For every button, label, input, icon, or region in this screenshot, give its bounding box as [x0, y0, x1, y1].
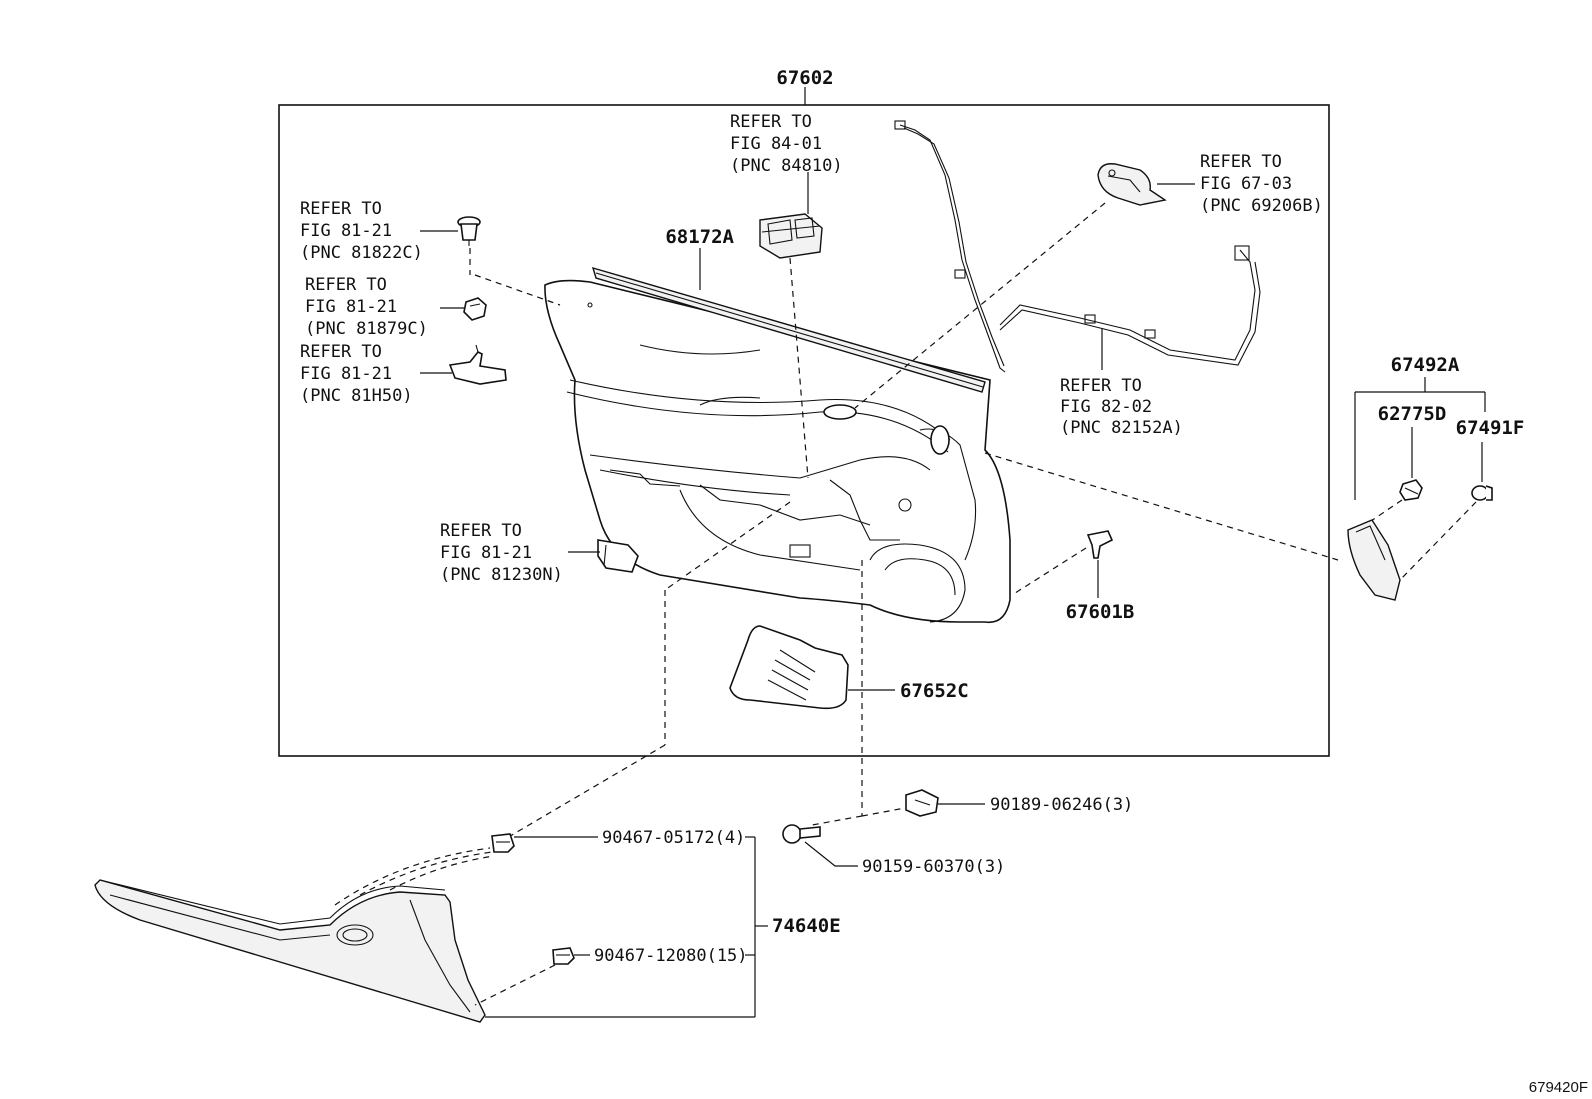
armrest-panel-icon: [94, 847, 495, 1023]
nut-icon: [905, 789, 939, 817]
clip-90467-05172-part-number[interactable]: 90467-05172(4): [602, 828, 745, 848]
bracket-icon: [448, 344, 507, 385]
ref-door-handle: REFER TO FIG 67-03 (PNC 69206B): [1200, 152, 1323, 216]
clip-icon: [491, 833, 515, 853]
nut-90189-part-number[interactable]: 90189-06246(3): [990, 795, 1133, 815]
cover-icon: [729, 625, 849, 710]
garnish-group-part-number[interactable]: 67492A: [1391, 354, 1460, 376]
armrest-panel-part-number[interactable]: 74640E: [772, 915, 841, 937]
wire-harness-icon: [894, 120, 1261, 373]
weatherstrip-icon: [591, 266, 986, 393]
ref-clip-81879c: REFER TO FIG 81-21 (PNC 81879C): [305, 275, 428, 339]
clip-icon: [1399, 479, 1423, 501]
ref-window-switch: REFER TO FIG 84-01 (PNC 84810): [730, 112, 843, 176]
clip-62775d-part-number[interactable]: 62775D: [1378, 403, 1447, 425]
assembly-part-number[interactable]: 67602: [776, 67, 833, 89]
clip-90467-12080-part-number[interactable]: 90467-12080(15): [594, 946, 748, 966]
lamp-icon: [597, 539, 639, 573]
clip-icon: [457, 216, 481, 246]
ref-clip-81822c: REFER TO FIG 81-21 (PNC 81822C): [300, 199, 423, 263]
weatherstrip-part-number[interactable]: 68172A: [665, 226, 734, 248]
screw-icon: [1471, 485, 1493, 501]
window-switch-icon: [759, 213, 823, 259]
screw-icon: [782, 824, 821, 844]
cover-67652c-part-number[interactable]: 67652C: [900, 680, 969, 702]
clip-icon: [1086, 530, 1114, 559]
assembly-frame: [278, 104, 1330, 757]
clip-67601b-part-number[interactable]: 67601B: [1066, 601, 1135, 623]
illustration-id: 679420F: [1529, 1079, 1588, 1096]
clip-icon: [552, 947, 575, 965]
ref-bracket-81h50: REFER TO FIG 81-21 (PNC 81H50): [300, 342, 413, 406]
door-handle-icon: [1097, 163, 1167, 206]
ref-lamp-81230n: REFER TO FIG 81-21 (PNC 81230N): [440, 521, 563, 585]
screw-90159-part-number[interactable]: 90159-60370(3): [862, 857, 1005, 877]
garnish-icon: [1347, 519, 1401, 601]
ref-wire-harness: REFER TO FIG 82-02 (PNC 82152A): [1060, 376, 1183, 438]
clip-icon: [463, 297, 487, 321]
screw-67491f-part-number[interactable]: 67491F: [1456, 417, 1525, 439]
